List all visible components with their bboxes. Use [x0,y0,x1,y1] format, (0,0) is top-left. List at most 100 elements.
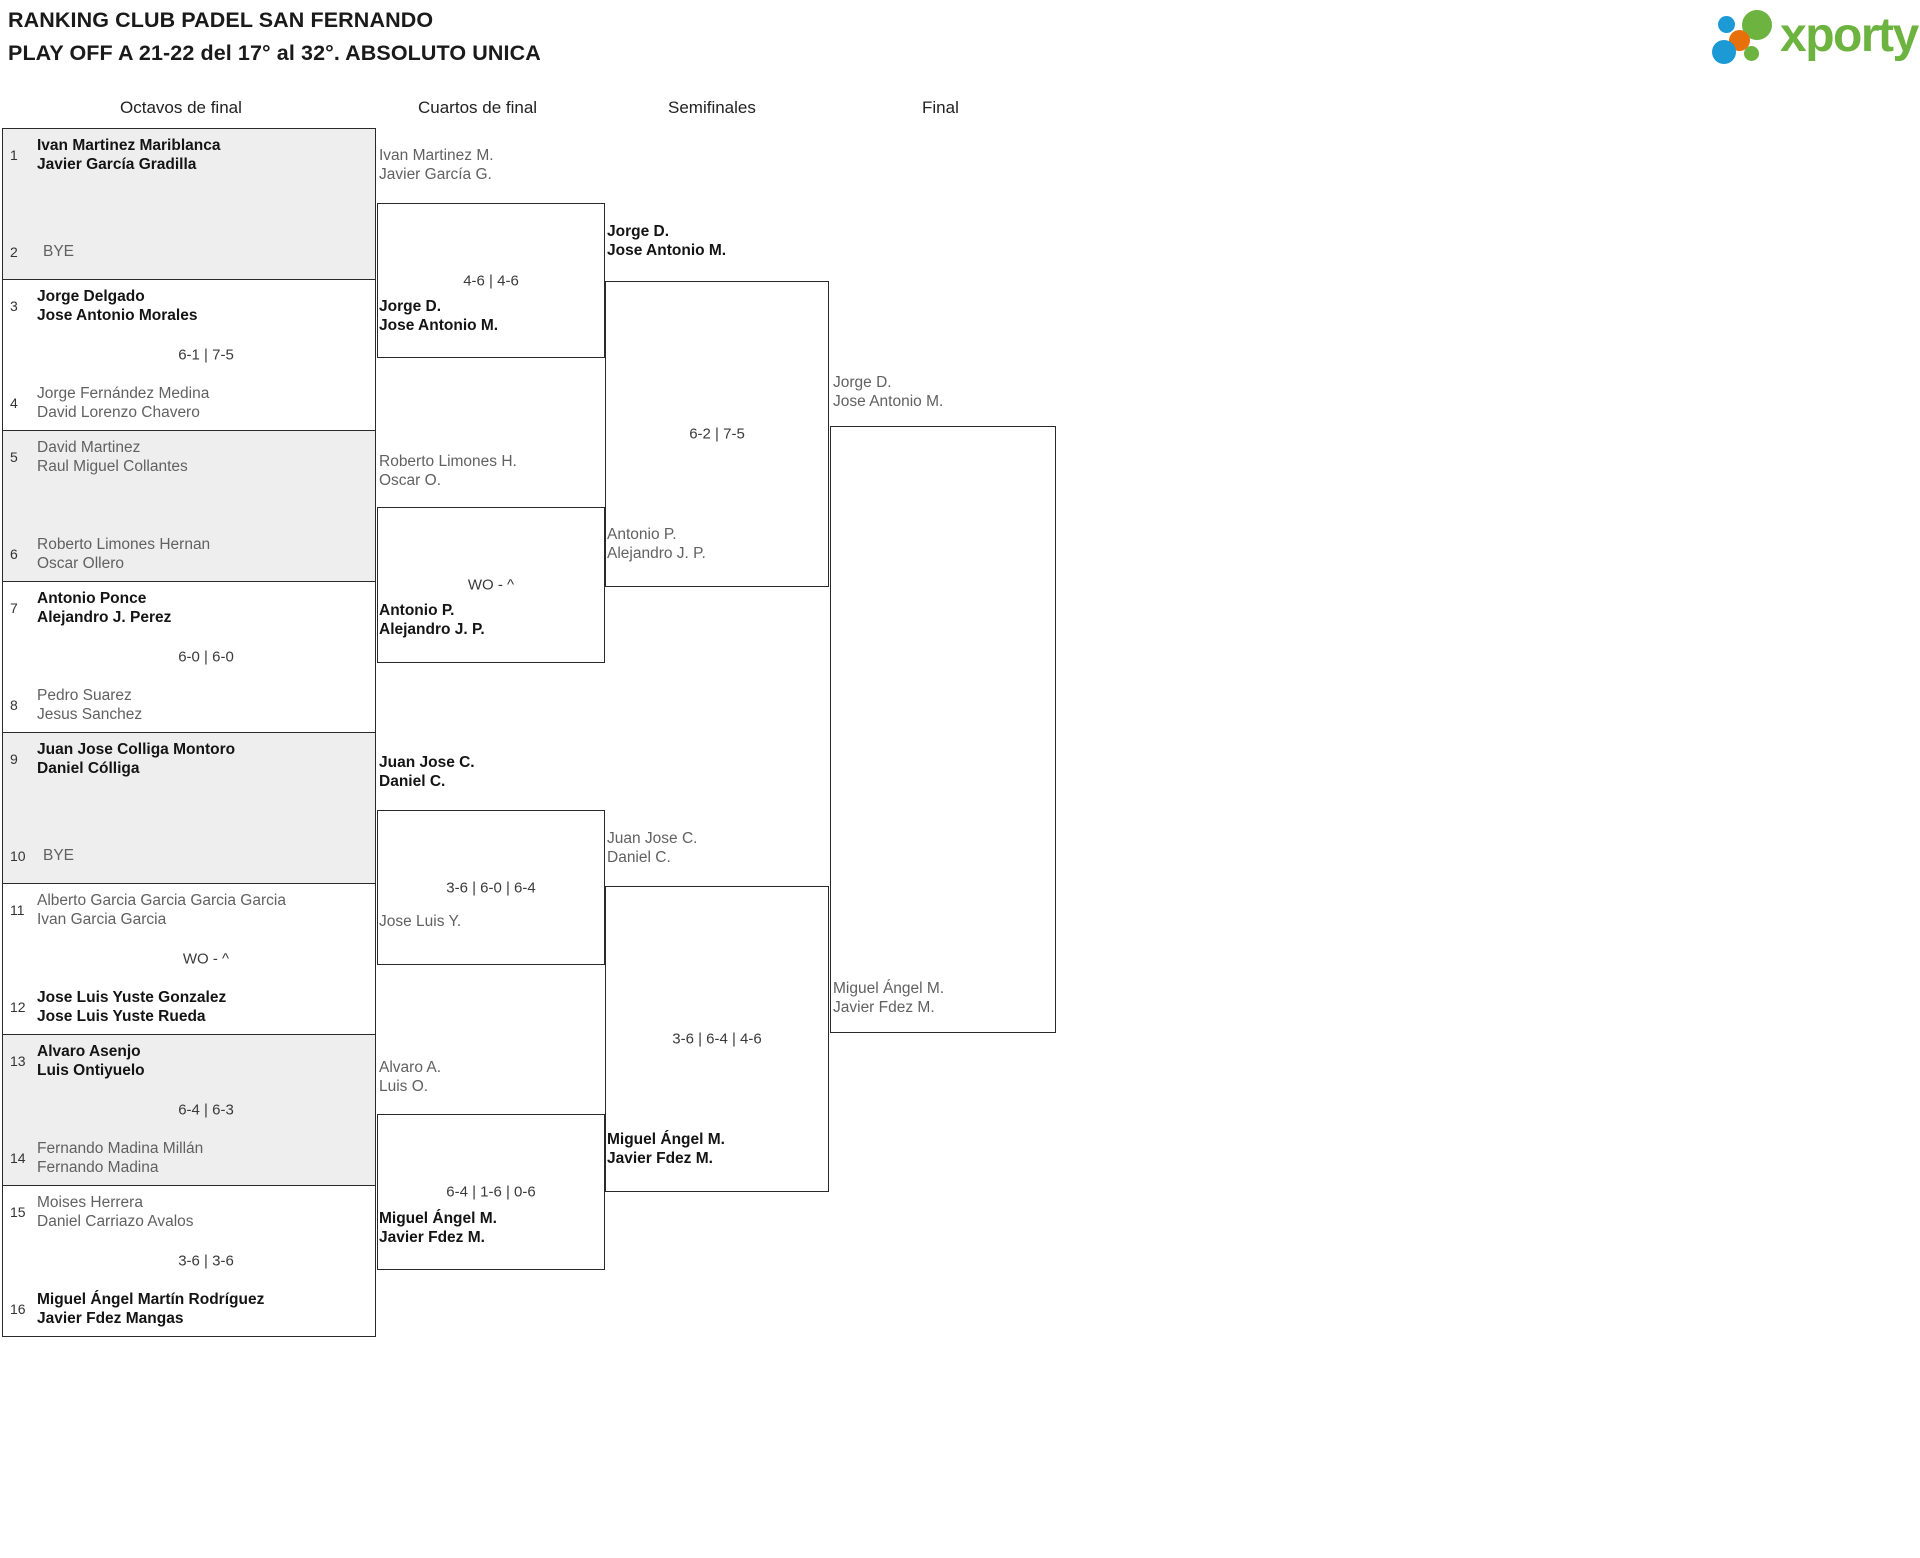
entrant-names: David Martinez Raul Miguel Collantes [37,439,188,475]
r3-match-1-box[interactable]: 6-2 | 7-5 [605,281,829,587]
r2-match-2-top-entrant[interactable]: Roberto Limones H. Oscar O. [379,453,517,489]
seed-number: 6 [10,546,18,562]
tournament-name: RANKING CLUB PADEL SAN FERNANDO [8,8,434,32]
r2-match-3-top-entrant[interactable]: Juan Jose C. Daniel C. [379,754,475,790]
bye-label: BYE [43,847,75,864]
r4-match-1-box[interactable] [830,426,1056,1033]
r1-match-4[interactable]: 7 Antonio Ponce Alejandro J. Perez 6-0 |… [3,582,375,733]
r1-match-6-bottom-entrant[interactable]: 12 Jose Luis Yuste Gonzalez Jose Luis Yu… [3,984,375,1030]
r4-match-1-bottom-entrant[interactable]: Miguel Ángel M. Javier Fdez M. [833,980,945,1016]
r2-match-3-score: 3-6 | 6-0 | 6-4 [446,879,536,896]
r1-match-3-bottom-entrant[interactable]: 6 Roberto Limones Hernan Oscar Ollero [3,531,375,577]
r2-match-2-score: WO - ^ [467,576,515,594]
seed-number: 10 [10,848,26,864]
r1-match-5-top-entrant[interactable]: 9 Juan Jose Colliga Montoro Daniel Cólli… [3,736,375,782]
r1-match-8[interactable]: 15 Moises Herrera Daniel Carriazo Avalos… [3,1186,375,1337]
seed-number: 16 [10,1301,26,1317]
entrant-names: Alvaro Asenjo Luis Ontiyuelo [37,1043,145,1079]
r2-match-2-bottom-entrant[interactable]: Antonio P. Alejandro J. P. [379,602,485,638]
seed-number: 4 [10,395,18,411]
r3-match-1-top-entrant[interactable]: Jorge D. Jose Antonio M. [607,223,727,259]
round-header-cuartos: Cuartos de final [418,98,538,117]
r1-match-5-bottom-entrant[interactable]: 10 BYE [3,833,375,879]
entrant-names: Jorge Delgado Jose Antonio Morales [37,288,198,324]
seed-number: 11 [10,902,25,918]
seed-number: 8 [10,697,18,713]
r2-match-1-top-entrant[interactable]: Ivan Martinez M. Javier García G. [379,147,494,183]
seed-number: 5 [10,449,18,465]
r1-match-3[interactable]: 5 David Martinez Raul Miguel Collantes 6… [3,431,375,582]
seed-number: 15 [10,1204,26,1220]
r2-match-3-box[interactable]: 3-6 | 6-0 | 6-4 [377,810,605,965]
r2-match-1-box[interactable]: 4-6 | 4-6 [377,203,605,358]
r2-match-4-box[interactable]: 6-4 | 1-6 | 0-6 [377,1114,605,1270]
r1-match-8-top-entrant[interactable]: 15 Moises Herrera Daniel Carriazo Avalos [3,1189,375,1235]
r1-match-7-score: 6-4 | 6-3 [178,1101,234,1119]
entrant-names: Alberto Garcia Garcia Garcia Garcia Ivan… [37,892,286,928]
tournament-subtitle: PLAY OFF A 21-22 del 17° al 32°. ABSOLUT… [8,41,541,65]
r3-match-2-score: 3-6 | 6-4 | 4-6 [672,1030,762,1048]
r1-match-7[interactable]: 13 Alvaro Asenjo Luis Ontiyuelo 6-4 | 6-… [3,1035,375,1186]
logo-wordmark: xporty [1780,9,1919,62]
logo-dot-blue-large [1712,40,1736,64]
logo-dot-green-small [1744,46,1759,61]
entrant-names: Miguel Ángel Martín Rodríguez Javier Fde… [37,1291,265,1327]
r1-match-8-score: 3-6 | 3-6 [178,1252,234,1270]
r3-match-2-box[interactable]: 3-6 | 6-4 | 4-6 [605,886,829,1192]
r1-match-6-top-entrant[interactable]: 11 Alberto Garcia Garcia Garcia Garcia I… [3,887,375,933]
seed-number: 9 [10,751,18,767]
round-octavos-column: 1 Ivan Martinez Mariblanca Javier García… [2,128,376,1337]
round-header-semifinales: Semifinales [668,98,756,117]
entrant-names: Roberto Limones Hernan Oscar Ollero [37,536,211,572]
bye-label: BYE [43,243,75,260]
entrant-names: Ivan Martinez Mariblanca Javier García G… [37,137,221,173]
round-header-octavos: Octavos de final [120,98,242,117]
r1-match-5[interactable]: 9 Juan Jose Colliga Montoro Daniel Cólli… [3,733,375,884]
r1-match-8-bottom-entrant[interactable]: 16 Miguel Ángel Martín Rodríguez Javier … [3,1286,375,1332]
r1-match-2-top-entrant[interactable]: 3 Jorge Delgado Jose Antonio Morales [3,283,375,329]
seed-number: 7 [10,600,18,616]
r1-match-4-bottom-entrant[interactable]: 8 Pedro Suarez Jesus Sanchez [3,682,375,728]
seed-number: 12 [10,999,26,1015]
r1-match-7-top-entrant[interactable]: 13 Alvaro Asenjo Luis Ontiyuelo [3,1038,375,1084]
entrant-names: Moises Herrera Daniel Carriazo Avalos [37,1194,194,1230]
entrant-names: Jose Luis Yuste Gonzalez Jose Luis Yuste… [37,989,227,1025]
r1-match-2-bottom-entrant[interactable]: 4 Jorge Fernández Medina David Lorenzo C… [3,380,375,426]
entrant-names: Jorge Fernández Medina David Lorenzo Cha… [37,385,210,421]
seed-number: 14 [10,1150,26,1166]
r1-match-2-score: 6-1 | 7-5 [178,346,234,364]
r3-match-1-score: 6-2 | 7-5 [689,425,745,443]
r2-match-3-bottom-entrant[interactable]: Jose Luis Y. [379,913,462,930]
entrant-names: Antonio Ponce Alejandro J. Perez [37,590,172,626]
r3-match-2-top-entrant[interactable]: Juan Jose C. Daniel C. [607,830,698,866]
r2-match-4-bottom-entrant[interactable]: Miguel Ángel M. Javier Fdez M. [379,1210,497,1246]
r2-match-1-bottom-entrant[interactable]: Jorge D. Jose Antonio M. [379,298,499,334]
r2-match-4-score: 6-4 | 1-6 | 0-6 [446,1183,536,1201]
r3-match-2-bottom-entrant[interactable]: Miguel Ángel M. Javier Fdez M. [607,1131,725,1167]
r3-match-1-bottom-entrant[interactable]: Antonio P. Alejandro J. P. [607,526,706,562]
seed-number: 13 [10,1053,26,1069]
xporty-logo[interactable]: xporty [1712,8,1919,64]
r1-match-7-bottom-entrant[interactable]: 14 Fernando Madina Millán Fernando Madin… [3,1135,375,1181]
r2-match-2-box[interactable]: WO - ^ [377,507,605,663]
r2-match-4-top-entrant[interactable]: Alvaro A. Luis O. [379,1059,442,1095]
seed-number: 2 [10,244,18,260]
r1-match-6-score: WO - ^ [182,950,230,968]
logo-dot-blue-small [1718,16,1735,33]
r1-match-6[interactable]: 11 Alberto Garcia Garcia Garcia Garcia I… [3,884,375,1035]
r2-match-1-score: 4-6 | 4-6 [463,272,519,289]
r1-match-1-bottom-entrant[interactable]: 2 BYE [3,229,375,275]
seed-number: 3 [10,298,18,314]
entrant-names: Pedro Suarez Jesus Sanchez [37,687,143,723]
r1-match-1[interactable]: 1 Ivan Martinez Mariblanca Javier García… [3,129,375,280]
r4-match-1-top-entrant[interactable]: Jorge D. Jose Antonio M. [833,374,944,410]
r1-match-1-top-entrant[interactable]: 1 Ivan Martinez Mariblanca Javier García… [3,132,375,178]
logo-dots-icon [1712,10,1784,64]
entrant-names: Fernando Madina Millán Fernando Madina [37,1140,204,1176]
r1-match-4-score: 6-0 | 6-0 [178,648,234,666]
r1-match-3-top-entrant[interactable]: 5 David Martinez Raul Miguel Collantes [3,434,375,480]
entrant-names: Juan Jose Colliga Montoro Daniel Cólliga [37,741,236,777]
page-title: RANKING CLUB PADEL SAN FERNANDO PLAY OFF… [8,4,1108,70]
r1-match-4-top-entrant[interactable]: 7 Antonio Ponce Alejandro J. Perez [3,585,375,631]
r1-match-2[interactable]: 3 Jorge Delgado Jose Antonio Morales 6-1… [3,280,375,431]
